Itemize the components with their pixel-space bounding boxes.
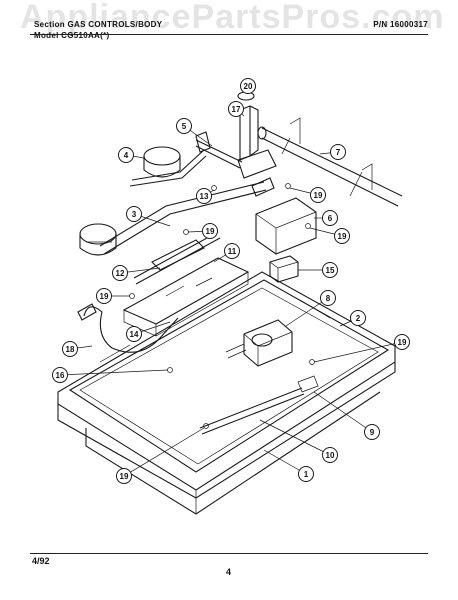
callout-circle xyxy=(320,290,336,306)
callout-19: 19 xyxy=(334,228,350,244)
valve-cover xyxy=(255,197,317,255)
callout-15: 15 xyxy=(322,262,338,278)
callout-label: 3 xyxy=(132,210,137,219)
callout-circle xyxy=(394,334,410,350)
page-number: 4 xyxy=(226,567,232,577)
revision-date: 4/92 xyxy=(32,556,50,566)
callout-11: 11 xyxy=(224,243,240,259)
callout-circle xyxy=(310,187,326,203)
gas-valve xyxy=(225,319,293,367)
callout-label: 19 xyxy=(338,232,347,241)
callout-2: 2 xyxy=(350,310,366,326)
callout-label: 8 xyxy=(326,294,331,303)
callout-label: 14 xyxy=(130,330,139,339)
callout-18: 18 xyxy=(62,341,78,357)
callout-label: 15 xyxy=(326,266,335,275)
callout-6: 6 xyxy=(322,210,338,226)
callout-label: 13 xyxy=(200,192,209,201)
callout-19: 19 xyxy=(96,288,112,304)
callout-19: 19 xyxy=(394,334,410,350)
callout-circle xyxy=(196,188,212,204)
callout-circle xyxy=(322,447,338,463)
callout-10: 10 xyxy=(322,447,338,463)
callout-circle xyxy=(322,262,338,278)
callout-label: 19 xyxy=(100,292,109,301)
callout-label: 10 xyxy=(326,451,335,460)
callout-circle xyxy=(202,223,218,239)
callout-20: 20 xyxy=(240,78,256,94)
wire-harness xyxy=(83,306,179,353)
callout-label: 20 xyxy=(244,82,253,91)
callout-label: 6 xyxy=(328,214,333,223)
callout-label: 17 xyxy=(232,105,241,114)
callout-circle xyxy=(126,206,142,222)
callout-circle xyxy=(116,468,132,484)
callout-19: 19 xyxy=(116,468,132,484)
spark-rod xyxy=(133,231,221,285)
callout-label: 5 xyxy=(182,122,187,131)
manifold-pipe xyxy=(257,117,403,207)
callout-circle xyxy=(350,310,366,326)
body-base xyxy=(57,271,396,515)
callout-label: 4 xyxy=(124,151,129,160)
callout-label: 7 xyxy=(336,148,341,157)
callout-circle xyxy=(112,265,128,281)
callout-label: 1 xyxy=(304,470,309,479)
watermark: AppliancePartsPros.com xyxy=(20,0,445,36)
diagram-frame xyxy=(30,34,428,554)
gas-tube xyxy=(195,139,243,169)
callout-8: 8 xyxy=(320,290,336,306)
callout-label: 16 xyxy=(56,371,65,380)
callout-circle xyxy=(118,147,134,163)
callout-label: 2 xyxy=(356,314,361,323)
model-number: Model CG510AA(*) xyxy=(34,31,110,40)
callout-4: 4 xyxy=(118,147,134,163)
callout-circle xyxy=(224,243,240,259)
callout-circle xyxy=(330,144,346,160)
callout-13: 13 xyxy=(196,188,212,204)
callout-circle xyxy=(364,424,380,440)
part-number: P/N 16000317 xyxy=(373,20,428,29)
callout-19: 19 xyxy=(202,223,218,239)
callout-label: 12 xyxy=(116,269,125,278)
section-title: Section GAS CONTROLS/BODY xyxy=(34,20,163,29)
regulator-fitting xyxy=(237,91,277,179)
callout-9: 9 xyxy=(364,424,380,440)
callout-circle xyxy=(240,78,256,94)
callout-1: 1 xyxy=(298,466,314,482)
callout-label: 9 xyxy=(370,428,375,437)
callout-label: 19 xyxy=(120,472,129,481)
callout-circle xyxy=(334,228,350,244)
ignition-module xyxy=(269,255,299,283)
bracket xyxy=(122,257,250,337)
callout-label: 11 xyxy=(228,247,237,256)
callout-17: 17 xyxy=(228,101,244,117)
callout-circle xyxy=(322,210,338,226)
callout-circle xyxy=(62,341,78,357)
callout-16: 16 xyxy=(52,367,68,383)
callout-label: 19 xyxy=(314,191,323,200)
callout-label: 19 xyxy=(398,338,407,347)
callout-7: 7 xyxy=(330,144,346,160)
callout-14: 14 xyxy=(126,326,142,342)
callout-circle xyxy=(228,101,244,117)
callout-circle xyxy=(176,118,192,134)
callout-5: 5 xyxy=(176,118,192,134)
callout-circle xyxy=(52,367,68,383)
callout-3: 3 xyxy=(126,206,142,222)
top-burner xyxy=(129,146,207,187)
callout-label: 18 xyxy=(66,345,75,354)
callout-label: 19 xyxy=(206,227,215,236)
pilot-burner-assembly xyxy=(79,177,275,256)
tray xyxy=(68,279,390,473)
callout-circle xyxy=(126,326,142,342)
callout-circle xyxy=(298,466,314,482)
callout-circle xyxy=(96,288,112,304)
callout-19: 19 xyxy=(310,187,326,203)
callout-12: 12 xyxy=(112,265,128,281)
screws xyxy=(129,183,319,429)
burner-tube xyxy=(199,387,305,435)
